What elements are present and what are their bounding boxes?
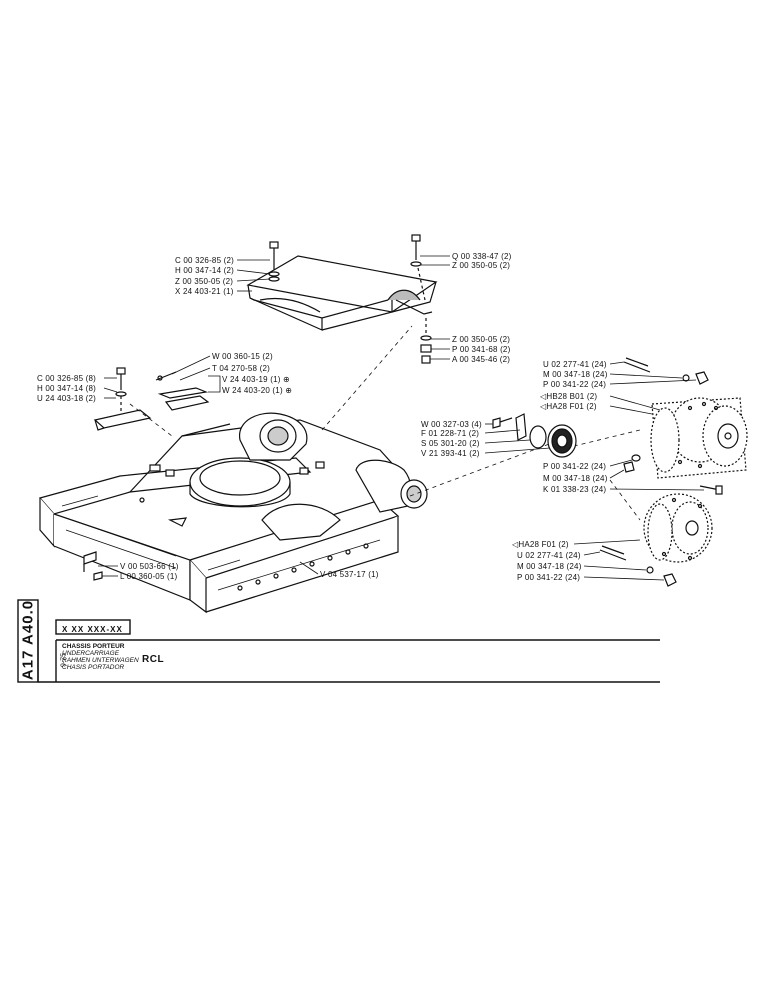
title-block-frame (17, 599, 660, 683)
model-code: RCL (142, 654, 165, 665)
label-p00341-22-mid: P 00 341-22 (24) (543, 462, 607, 471)
nut-stack-right (420, 318, 432, 364)
label-v04537-17: V 04 537-17 (1) (320, 570, 379, 579)
hydraulic-motor-upper (623, 357, 748, 495)
label-u02277-41-bottom: U 02 277-41 (24) (517, 551, 581, 560)
label-v24403-19: V 24 403-19 (1) ⊕ (222, 375, 290, 384)
label-k01338-23: K 01 338-23 (24) (543, 485, 607, 494)
label-c00326-85: C 00 326-85 (2) (175, 256, 235, 265)
label-p00341-68: P 00 341-68 (2) (452, 345, 511, 354)
top-cover-plate (246, 255, 438, 331)
label-hb28b01: ◁HB28 B01 (2) (540, 392, 598, 401)
label-c00326-85-8: C 00 326-85 (8) (37, 374, 97, 383)
hydraulic-motor-lower (599, 493, 713, 587)
title-en: UNDERCARRIAGE (62, 650, 120, 657)
label-v00503-66: V 00 503-66 (1) (120, 562, 179, 571)
leaders-top (236, 255, 450, 360)
label-v21393-41: V 21 393-41 (2) (421, 449, 480, 458)
label-m00347-18-top: M 00 347-18 (24) (543, 370, 608, 379)
left-bracket (93, 367, 152, 431)
label-z00350-05-top: Z 00 350-05 (2) (452, 261, 511, 270)
label-l00360-05: L 00 360-05 (1) (120, 572, 178, 581)
title-de: RAHMEN UNTERWAGEN (62, 657, 139, 664)
title-fr: CHASSIS PORTEUR (62, 643, 125, 650)
label-ha28f01-bottom: ◁HA28 F01 (2) (512, 540, 569, 549)
label-f01228-71: F 01 228-71 (2) (421, 429, 480, 438)
label-w24403-20: W 24 403-20 (1) ⊕ (222, 386, 293, 395)
frame-small-parts (83, 551, 319, 581)
label-q00338-47: Q 00 338-47 (2) (452, 252, 512, 261)
label-z00350-05: Z 00 350-05 (2) (175, 277, 234, 286)
title-es: CHASIS PORTADOR (62, 664, 125, 671)
gear-assembly (492, 413, 577, 458)
label-m00347-18-mid: M 00 347-18 (24) (543, 474, 608, 483)
label-p00341-22-top: P 00 341-22 (24) (543, 380, 607, 389)
label-w00360-15: W 00 360-15 (2) (212, 352, 273, 361)
leaders-left (103, 377, 118, 399)
label-h00347-14-8: H 00 347-14 (8) (37, 384, 97, 393)
label-ha28f01-top: ◁HA28 F01 (2) (540, 402, 597, 411)
label-u24403-18: U 24 403-18 (2) (37, 394, 97, 403)
drawing-code: A17 A40.0 (19, 599, 37, 681)
leaders-motor-bottom (573, 539, 665, 581)
undercarriage-frame (38, 412, 428, 614)
label-x24403-21: X 24 403-21 (1) (175, 287, 234, 296)
label-w00327-03: W 00 327-03 (4) (421, 420, 482, 429)
part-number: X XX XXX-XX (62, 625, 123, 634)
title-lines: CHASSIS PORTEUR UNDERCARRIAGE RAHMEN UNT… (62, 643, 139, 671)
leaders-motor-top (609, 361, 705, 491)
small-plates (155, 355, 221, 411)
label-a00345-46: A 00 345-46 (2) (452, 355, 511, 364)
label-u02277-41-top: U 02 277-41 (24) (543, 360, 607, 369)
bolt-top-right (410, 234, 426, 301)
label-t04270-58: T 04 270-58 (2) (212, 364, 270, 373)
label-m00347-18-bottom: M 00 347-18 (24) (517, 562, 582, 571)
label-z00350-05-mid: Z 00 350-05 (2) (452, 335, 511, 344)
label-h00347-14: H 00 347-14 (2) (175, 266, 235, 275)
leaders-gear (484, 423, 551, 454)
dashed-connectors (129, 325, 641, 521)
label-s05301-20: S 05 301-20 (2) (421, 439, 480, 448)
label-p00341-22-bottom: P 00 341-22 (24) (517, 573, 581, 582)
